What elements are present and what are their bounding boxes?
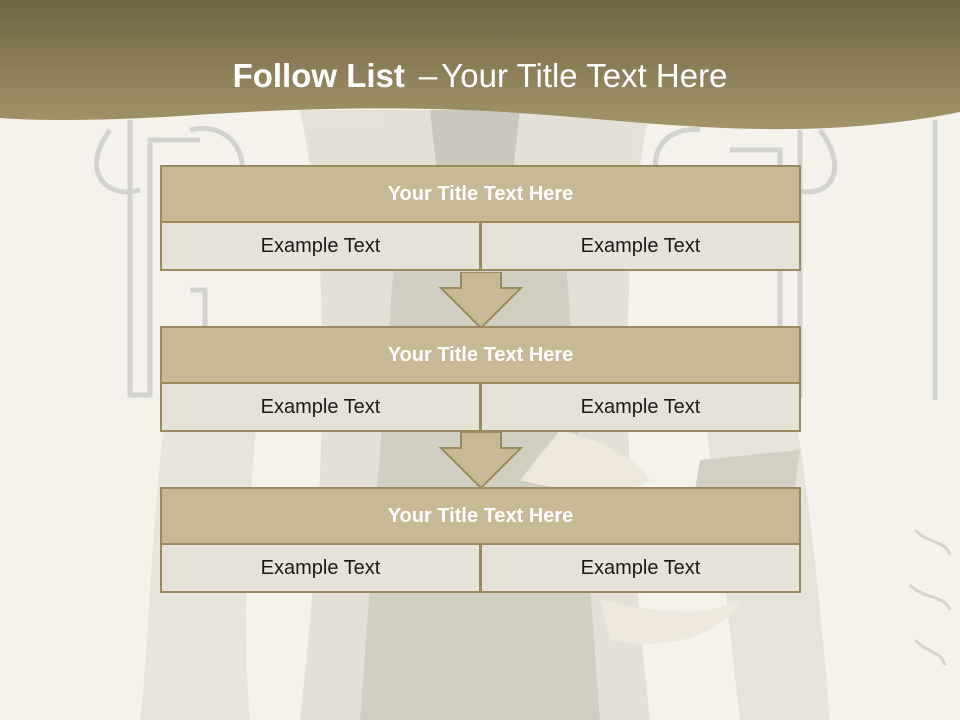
down-arrow-icon (439, 272, 523, 330)
stage-title: Your Title Text Here (160, 165, 801, 223)
stage-left-cell: Example Text (160, 221, 481, 271)
stage-left-cell: Example Text (160, 382, 481, 432)
stage-left-cell: Example Text (160, 543, 481, 593)
title-bold-part: Follow List (232, 57, 405, 94)
slide-title: Follow List–Your Title Text Here (0, 54, 960, 98)
flow-stage-1: Your Title Text Here Example Text Exampl… (160, 165, 801, 271)
title-separator: – (418, 57, 438, 94)
stage-right-cell: Example Text (480, 543, 801, 593)
down-arrow-icon (439, 432, 523, 490)
flow-stage-2: Your Title Text Here Example Text Exampl… (160, 326, 801, 432)
stage-title: Your Title Text Here (160, 487, 801, 545)
flow-stage-3: Your Title Text Here Example Text Exampl… (160, 487, 801, 593)
header-band (0, 0, 960, 130)
title-rest: Your Title Text Here (441, 57, 728, 94)
stage-right-cell: Example Text (480, 221, 801, 271)
stage-right-cell: Example Text (480, 382, 801, 432)
stage-title: Your Title Text Here (160, 326, 801, 384)
